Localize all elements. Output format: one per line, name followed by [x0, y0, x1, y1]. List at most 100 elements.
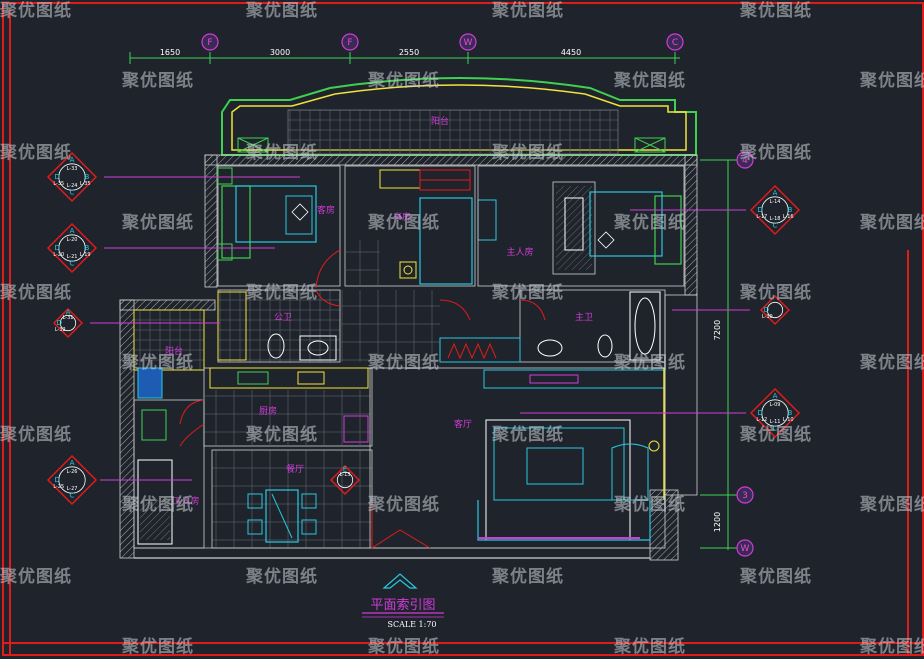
- dim-top-4: 4450: [561, 48, 581, 57]
- index-letter: B: [84, 173, 89, 181]
- watermark-text: 聚优图纸: [613, 494, 686, 515]
- room-label-study: 书房: [393, 211, 411, 223]
- axis-bubbles-top: [201, 33, 684, 51]
- index-letter: D: [764, 306, 769, 314]
- watermark-text: 聚优图纸: [121, 494, 194, 515]
- index-sheet-number: L-18: [770, 216, 781, 222]
- watermark-text: 聚优图纸: [491, 424, 564, 445]
- watermark-text: 聚优图纸: [613, 212, 686, 233]
- watermark-text: 聚优图纸: [859, 636, 924, 657]
- index-letter: D: [757, 206, 762, 214]
- watermark-text: 聚优图纸: [121, 70, 194, 91]
- watermark-text: 聚优图纸: [491, 142, 564, 163]
- index-sheet-number: L-12: [756, 417, 767, 423]
- index-sheet-number: L-13: [340, 472, 351, 478]
- watermark-text: 聚优图纸: [859, 494, 924, 515]
- room-label-master: 主人房: [506, 246, 533, 258]
- index-sheet-number: L-14: [770, 199, 781, 205]
- index-sheet-number: L-10: [783, 417, 794, 423]
- axis-top-4: C: [672, 38, 678, 48]
- watermark-text: 聚优图纸: [245, 0, 318, 21]
- watermark-text: 聚优图纸: [739, 424, 812, 445]
- index-symbols-group: ABCDL-33L-35L-24L-35ABCDL-20L-19L-21L-20…: [46, 151, 801, 506]
- index-letter: C: [70, 259, 75, 267]
- index-sheet-number: L-09: [770, 402, 781, 408]
- watermark-text: 聚优图纸: [245, 282, 318, 303]
- index-sheet-number: L-25: [53, 484, 64, 490]
- guest-room: [217, 165, 341, 287]
- index-letter: B: [84, 244, 89, 252]
- room-label-yard: 阳台: [165, 345, 183, 357]
- watermark-text: 聚优图纸: [367, 70, 440, 91]
- room-label-guest-bath: 公卫: [274, 312, 292, 323]
- watermark-text: 聚优图纸: [367, 212, 440, 233]
- guest-bath: [217, 289, 341, 363]
- watermark-text: 聚优图纸: [739, 142, 812, 163]
- watermark-text: 聚优图纸: [245, 142, 318, 163]
- index-letter: D: [54, 244, 59, 252]
- index-circle: [761, 399, 789, 427]
- axis-right-1: 4: [742, 156, 748, 166]
- index-sheet-number: L-24: [67, 183, 78, 189]
- watermark-text: 聚优图纸: [121, 352, 194, 373]
- room-label-dining: 餐厅: [286, 463, 304, 475]
- index-circle: [761, 196, 789, 224]
- index-symbol: ADL-31L-32: [52, 307, 84, 339]
- index-circle: [58, 466, 86, 494]
- index-letter: D: [57, 319, 62, 327]
- watermark-text: 聚优图纸: [121, 212, 194, 233]
- index-letter: C: [70, 491, 75, 499]
- master-bedroom: [477, 165, 685, 287]
- index-circle: [59, 314, 77, 332]
- index-letter: B: [787, 409, 792, 417]
- index-letter: C: [773, 424, 778, 432]
- index-sheet-number: L-32: [55, 327, 66, 333]
- watermark-text: 聚优图纸: [0, 566, 72, 587]
- right-dimension-line: [700, 159, 738, 550]
- index-sheet-number: L-20: [53, 252, 64, 258]
- watermark-text: 聚优图纸: [367, 352, 440, 373]
- index-diamond: [46, 222, 98, 274]
- watermark-text: 聚优图纸: [0, 282, 72, 303]
- index-symbol: EL-13: [329, 464, 361, 496]
- index-sheet-number: L-26: [67, 469, 78, 475]
- index-diamond: [52, 307, 84, 339]
- watermark-text: 聚优图纸: [859, 352, 924, 373]
- watermark-text: 聚优图纸: [0, 0, 72, 21]
- room-label-master-bath: 主卫: [575, 311, 593, 323]
- leader-lines: [90, 176, 750, 481]
- index-diamond: [46, 151, 98, 203]
- index-circle: [58, 163, 86, 191]
- maid-room: [133, 399, 205, 549]
- axis-bubbles-right: [736, 151, 754, 557]
- watermark-text: 聚优图纸: [613, 70, 686, 91]
- room-label-living: 客厅: [454, 418, 472, 430]
- axis-right-2: 3: [742, 491, 748, 501]
- living-room: [369, 367, 666, 549]
- index-letter: A: [70, 459, 75, 467]
- index-letter: D: [757, 409, 762, 417]
- drawing-title: 平面索引图: [370, 598, 435, 613]
- watermark-text: 聚优图纸: [613, 352, 686, 373]
- index-diamond: [329, 464, 361, 496]
- index-sheet-number: L-35: [53, 181, 64, 187]
- index-letter: B: [787, 206, 792, 214]
- watermark-text: 聚优图纸: [245, 424, 318, 445]
- index-sheet-number: L-31: [63, 315, 74, 321]
- dim-top-1: 1650: [160, 48, 180, 57]
- index-circle: [766, 301, 784, 319]
- hallway-floor: [340, 290, 440, 362]
- watermark-text: 聚优图纸: [491, 0, 564, 21]
- axis-top-2: F: [347, 38, 352, 48]
- index-diamond: [749, 184, 801, 236]
- index-sheet-number: L-30: [762, 314, 773, 320]
- index-diamond: [759, 294, 791, 326]
- study-room: [344, 165, 497, 287]
- watermark-text: 聚优图纸: [859, 212, 924, 233]
- room-label-guest: 客房: [317, 204, 335, 216]
- dim-right-1: 7200: [713, 320, 722, 340]
